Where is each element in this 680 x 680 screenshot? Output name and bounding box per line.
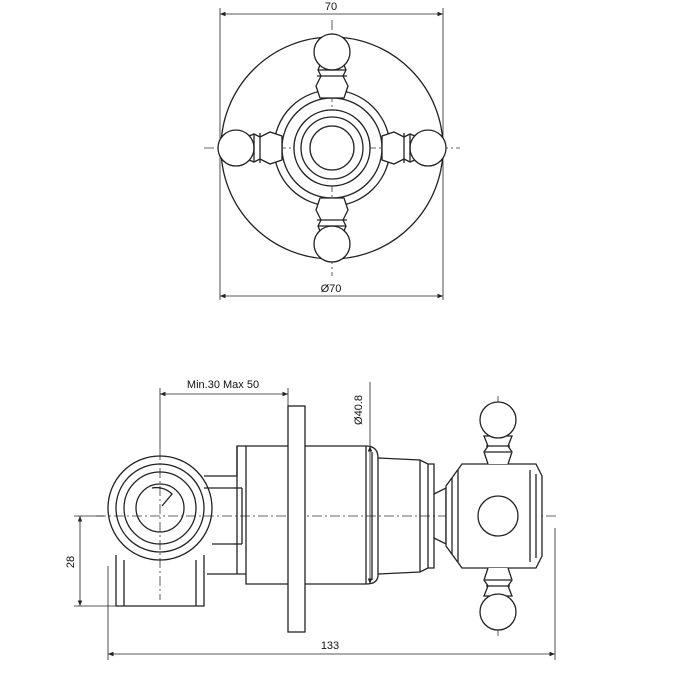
valve-body (245, 445, 379, 585)
dim-label-overall-length: 133 (321, 640, 339, 652)
dim-label-wall-range: Min.30 Max 50 (187, 379, 259, 391)
outlet-elbow (107, 455, 213, 607)
side-handle-top (479, 401, 517, 465)
dim-label-top-width: 70 (325, 1, 337, 13)
dim-label-body-diameter: Ø40.8 (353, 395, 365, 425)
side-view (74, 382, 556, 660)
connector-pipe (204, 445, 246, 575)
top-view (204, 8, 460, 300)
wall-plate (287, 405, 306, 633)
cross-handle-top (313, 33, 351, 99)
cross-handle-left (217, 129, 283, 167)
cross-handle-right (381, 129, 447, 167)
dim-label-top-diameter: Ø70 (321, 283, 342, 295)
cross-handle-bottom (313, 197, 351, 263)
side-handle-bottom (479, 567, 517, 631)
dim-label-outlet-height: 28 (65, 556, 77, 568)
handle-stem (433, 463, 543, 569)
shroud (377, 457, 435, 575)
